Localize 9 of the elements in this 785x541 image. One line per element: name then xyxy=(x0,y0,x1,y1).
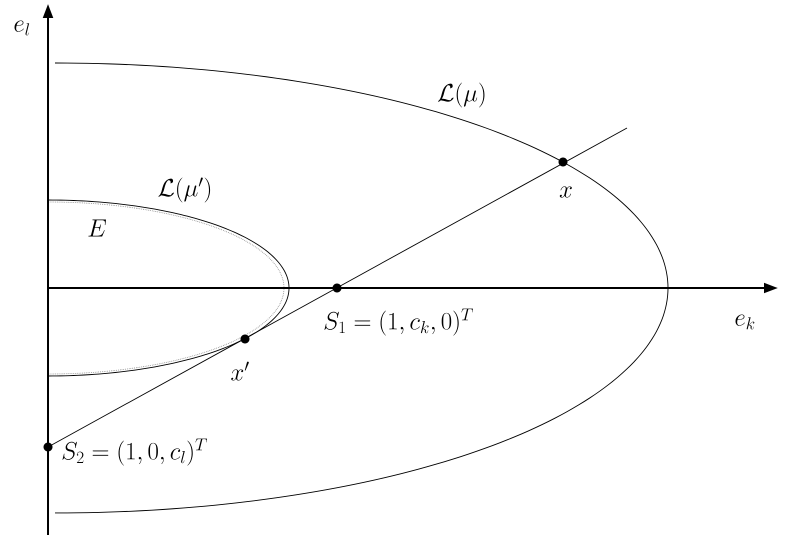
point-label: $S_2 = (1, 0, c_l)^T$ xyxy=(62,438,207,466)
point-label: $x'$ xyxy=(231,362,249,381)
axis-label: $e_l$ xyxy=(14,20,30,36)
point-label: $x$ xyxy=(560,186,572,198)
curve-label: $\mathcal{L}(\mu')$ xyxy=(158,178,210,202)
curve-label: $\mathcal{L}(\mu)$ xyxy=(438,82,484,108)
region-label: $E$ xyxy=(88,220,106,236)
point-label: $S_1 = (1, c_k, 0)^T$ xyxy=(324,308,473,336)
axis-label: $e_k$ xyxy=(736,314,754,330)
